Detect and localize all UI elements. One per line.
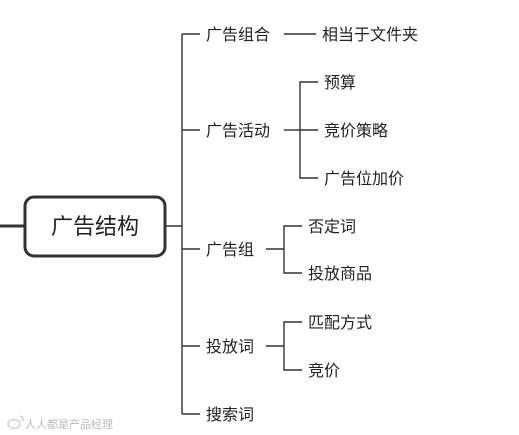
branch-2-bracket <box>283 225 302 274</box>
root-node-label: 广告结构 <box>51 215 139 240</box>
weibo-icon <box>7 415 24 430</box>
branch-1-child-2-label: 广告位加价 <box>324 169 404 188</box>
branch-0-child-0-label: 相当于文件夹 <box>322 25 418 44</box>
branch-1-child-1-label: 竞价策略 <box>324 121 388 140</box>
branch-3-bracket <box>283 321 302 371</box>
watermark: 人人都是产品经理 <box>7 415 113 431</box>
branch-2-child-1-label: 投放商品 <box>308 264 372 283</box>
branch-0-label: 广告组合 <box>206 25 270 44</box>
branch-3-child-1-label: 竞价 <box>308 361 340 380</box>
branch-3-label: 投放词 <box>206 337 254 356</box>
branch-3-child-0-label: 匹配方式 <box>308 313 372 332</box>
branch-4-label: 搜索词 <box>206 405 254 424</box>
branch-2-child-0-label: 否定词 <box>308 217 356 236</box>
watermark-text: 人人都是产品经理 <box>25 417 113 431</box>
branch-2-label: 广告组 <box>206 240 254 259</box>
branch-1-label: 广告活动 <box>206 121 270 140</box>
branch-1-child-0-label: 预算 <box>324 73 356 92</box>
